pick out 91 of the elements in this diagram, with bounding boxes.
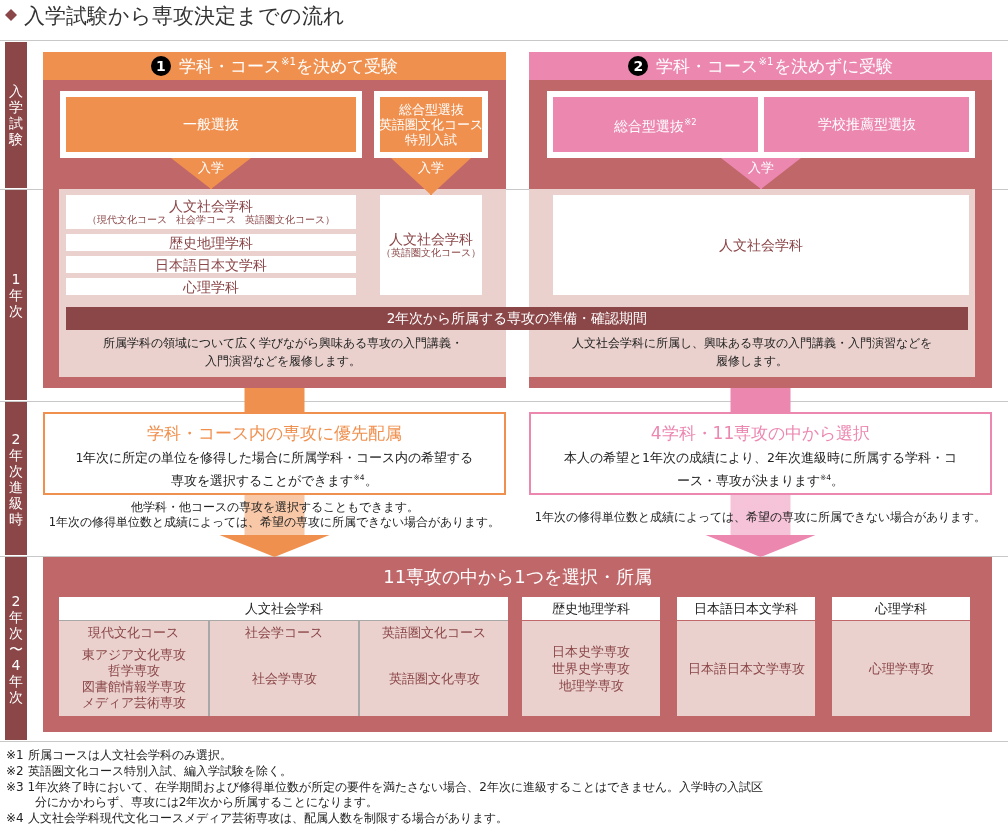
department-name: 歴史地理学科: [169, 234, 253, 251]
stage-band: [5, 42, 27, 188]
panel-heading: 学科・コース$^{※1}$を決めずに受験: [656, 54, 893, 78]
major-name: 東アジア文化専攻: [81, 646, 186, 663]
department-box: [66, 234, 356, 251]
panel-heading: 学科・コース$^{※1}$を決めて受験: [179, 54, 398, 78]
edge-label: 入学: [747, 159, 775, 177]
result-box: [43, 412, 506, 495]
department-box: [553, 195, 969, 295]
footnote: ※4 人文社会学科現代文化コースメディア芸術専攻は、配属人数を制限する場合があります。: [6, 811, 509, 826]
major-panel: [43, 557, 992, 732]
result-heading: 学科・コース内の専攻に優先配属: [147, 422, 402, 444]
column-header: 日本語日本文学科: [677, 597, 815, 620]
department-group: [832, 597, 970, 716]
exam-label: 総合型選抜: [397, 102, 465, 117]
body-text: 1年次に所定の単位を修得した場合に所属学科・コース内の希望する専攻を選択することができます$^{※4}$。: [75, 449, 474, 491]
edge-label: 入学: [417, 159, 445, 177]
major-name: 英語圏文化専攻: [388, 670, 480, 687]
number-badge: 1: [151, 56, 171, 76]
exam-box: [547, 91, 761, 158]
edge-label: 入学: [197, 159, 225, 177]
stage-band: [5, 557, 27, 740]
footnote: ※3 1年次終了時において、在学期間および修得単位数が所定の要件を満たさない場合、2年次に進級することはできません。入学時の入試区分にかかわらず、専攻には2年次から所属することになります。: [6, 780, 764, 810]
arrow: [171, 157, 251, 190]
period-band: [66, 307, 968, 330]
arrow: [705, 495, 816, 557]
table-group: [59, 597, 508, 716]
table-cell: [59, 621, 208, 716]
department-name: 人文社会学科: [719, 237, 803, 253]
major-name: 心理学専攻: [868, 660, 934, 677]
exam-label: 総合型選抜$^{※2}$: [614, 116, 697, 134]
description-text: 人文社会学科に所属し、興味ある専攻の入門講義・入門演習などを履修します。: [571, 335, 933, 370]
major-name: 哲学専攻: [107, 662, 160, 679]
group-panel: [43, 52, 506, 388]
department-box: [66, 195, 356, 229]
note-text: 他学科・他コースの専攻を選択することもできます。: [129, 500, 420, 515]
footnote: ※2 英語圏文化コース特別入試、編入学試験を除く。: [6, 764, 293, 779]
column-header: 心理学科: [832, 597, 970, 620]
result-heading: 4学科・11専攻の中から選択: [650, 422, 871, 444]
note-text: 1年次の修得単位数と成績によっては、希望の専攻に所属できない場合があります。: [533, 510, 988, 525]
department-box: [66, 256, 356, 273]
exam-label: 学校推薦型選抜: [817, 117, 916, 132]
stage-band: [5, 190, 27, 400]
department-name: 心理学科: [183, 278, 239, 295]
major-name: メディア芸術専攻: [81, 694, 186, 711]
stage-label: 2年次進級時: [8, 430, 24, 527]
arrow: [730, 388, 791, 412]
stage-label: 入学試験: [8, 83, 24, 147]
number-badge: 2: [628, 56, 649, 76]
course-name: 社会学コース: [244, 624, 324, 642]
department-group: [677, 597, 815, 716]
major-name: 日本史学専攻: [552, 643, 630, 660]
exam-box: [761, 91, 975, 158]
exam-label: 英語圏文化コース特別入試: [378, 117, 484, 147]
stage-label: 2年次〜4年次: [8, 592, 24, 705]
department-name: 日本語日本文学科: [155, 256, 267, 273]
course-name: 現代文化コース: [87, 624, 180, 642]
arrow: [721, 157, 801, 190]
column-header: 歴史地理学科: [522, 597, 660, 620]
major-name: 地理学専攻: [558, 677, 624, 694]
result-box: [529, 412, 992, 495]
table-cell: [360, 621, 508, 716]
table-cell: [210, 621, 358, 716]
major-name: 社会学専攻: [251, 670, 317, 687]
course-note: （英語圏文化コース）: [381, 247, 481, 259]
footnote: ※1 所属コースは人文社会学科のみ選択。: [6, 748, 233, 763]
arrow: [244, 388, 305, 412]
exam-box: [374, 91, 488, 158]
column-header: 人文社会学科: [59, 597, 508, 620]
department-box: [380, 195, 482, 295]
title: 入学試験から専攻決定までの流れ: [24, 3, 345, 30]
major-name: 図書館情報学専攻: [81, 678, 186, 695]
panel-heading: 11専攻の中から1つを選択・所属: [382, 565, 653, 589]
note-text: 1年次の修得単位数と成績によっては、希望の専攻に所属できない場合があります。: [47, 515, 502, 530]
arrow: [219, 495, 330, 557]
description-text: 所属学科の領域について広く学びながら興味ある専攻の入門講義・入門演習などを履修します。: [101, 335, 464, 370]
department-name: 人文社会学科: [389, 231, 473, 247]
exam-label: 一般選抜: [183, 117, 239, 132]
band-label: 2年次から所属する専攻の準備・確認期間: [386, 309, 648, 328]
stage-band: [5, 402, 27, 555]
department-name: 人文社会学科: [169, 198, 253, 214]
exam-box: [60, 91, 362, 158]
course-note: （現代文化コース 社会学コース 英語圏文化コース）: [86, 214, 335, 226]
major-name: 日本語日本文学専攻: [687, 660, 805, 677]
department-group: [522, 597, 660, 716]
arrow: [391, 157, 471, 196]
stage-label: 1年次: [8, 271, 24, 319]
major-name: 世界史学専攻: [552, 660, 630, 677]
department-box: [66, 278, 356, 295]
body-text: 本人の希望と1年次の成績により、2年次進級時に所属する学科・コース・専攻が決まります$^{※4}$。: [563, 449, 958, 491]
course-name: 英語圏文化コース: [381, 624, 487, 642]
